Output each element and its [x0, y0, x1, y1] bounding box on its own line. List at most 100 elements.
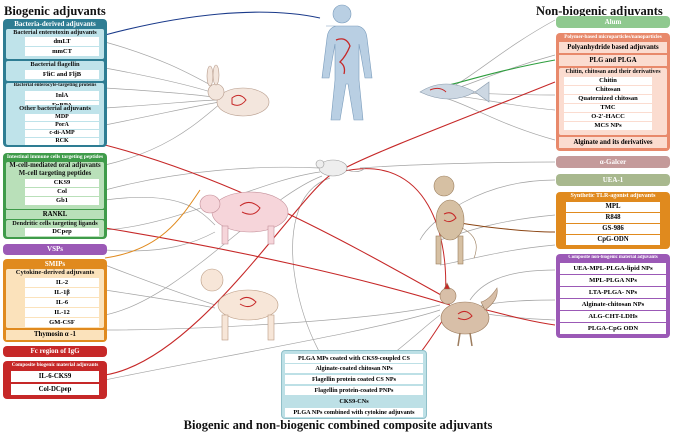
mcell-title: M-cell-mediated oral adjuvants	[9, 162, 101, 169]
item-o-hacc: O-2'-HACC	[564, 113, 652, 121]
item-col: Col	[25, 188, 99, 196]
composite-biogenic-title: Composite biogenic material adjuvants	[11, 362, 99, 368]
item-mpl-plga: MPL-PLGA NPs	[560, 275, 666, 286]
item-chitosan: Chitosan	[564, 86, 652, 94]
monkey-icon	[433, 175, 477, 265]
item-rck: RCK	[25, 138, 99, 145]
item-tmc: TMC	[564, 104, 652, 112]
item-lta-plga: LTA-PLGA- NPs	[560, 287, 666, 298]
item-mmct: mmCT	[25, 47, 99, 56]
mouse-icon	[315, 159, 366, 177]
mcell-sub: M-cell targeting peptides	[18, 170, 92, 177]
item-col-dcpep: Col-DCpep	[11, 384, 99, 395]
intestinal-title: Intestinal immune cells targeting peptid…	[6, 154, 104, 160]
item-il12: IL-12	[25, 308, 99, 317]
uea-panel: UEA-1	[556, 174, 670, 186]
item-rankl: RANKL	[6, 210, 104, 219]
polymer-panel: Polymer-based microparticles/nanoparticl…	[556, 33, 670, 151]
item-flic-fljb: FliC and FljB	[25, 70, 99, 79]
red-connector-2	[104, 227, 451, 306]
dog-icon	[200, 268, 279, 341]
item-pora: PorA	[25, 122, 99, 129]
composite-biogenic-panel: Composite biogenic material adjuvants IL…	[3, 361, 107, 399]
grey-connectors	[104, 19, 556, 396]
fc-label: Fc region of IgG	[30, 347, 80, 355]
vsps-panel: VSPs	[3, 244, 107, 255]
fc-panel: Fc region of IgG	[3, 346, 107, 357]
item-il6: IL-6	[25, 298, 99, 307]
item-il1b: IL-1β	[25, 288, 99, 297]
composite-nonbiogenic-panel: Composite non-biogenic material adjuvant…	[556, 254, 670, 338]
item-inla: InlA	[25, 91, 99, 100]
item-thymosin: Thymosin α -1	[6, 330, 104, 340]
polymer-title: Polymer-based microparticles/nanoparticl…	[564, 34, 662, 40]
item-flagellin-pnps: Flagellin protein-coated PNPs	[285, 386, 423, 395]
item-dmlt: dmLT	[25, 37, 99, 46]
tlr-panel: Synthetic TLR-agonist adjuvants MPL R848…	[556, 192, 670, 249]
red-connector-6	[339, 168, 447, 301]
red-connector-1	[104, 144, 451, 301]
item-alginate-coated: Alginate-coated chitosan NPs	[285, 364, 423, 373]
right-heading: Non-biogenic adjuvants	[536, 4, 663, 18]
enterotoxin-title: Bacterial enterotoxin adjuvants	[13, 29, 97, 36]
item-mpl: MPL	[566, 202, 660, 212]
galcer-label: α-Galcer	[599, 158, 627, 166]
red-connector-4	[344, 81, 556, 169]
combined-panel: PLGA MPs coated with CKS9-coupled CS Alg…	[281, 350, 427, 419]
item-quaternized-chitosan: Quaternized chitosan	[564, 95, 652, 103]
cytokine-title: Cytokine-derived adjuvants	[15, 269, 95, 276]
green-connector	[444, 59, 556, 87]
blue-connector	[104, 11, 321, 36]
item-alg-cht-ldhs: ALG-CHT-LDHs	[560, 311, 666, 322]
item-polyanhydride: Polyanhydride based adjuvants	[559, 42, 667, 53]
item-gs986: GS-986	[566, 224, 660, 234]
intestinal-panel: Intestinal immune cells targeting peptid…	[3, 153, 107, 239]
red-connector-3	[104, 171, 336, 376]
bacteria-title: Bacteria-derived adjuvants	[14, 20, 96, 28]
item-plg-plga: PLG and PLGA	[559, 55, 667, 66]
tlr-title: Synthetic TLR-agonist adjuvants	[570, 193, 656, 199]
item-cpg-odn: CpG-ODN	[566, 235, 660, 245]
item-alginate: Alginate and its derivatives	[559, 137, 667, 148]
item-gmcsf: GM-CSF	[25, 318, 99, 327]
flagellin-title: Bacterial flagellin	[30, 61, 80, 68]
item-cks9: CKS9	[25, 179, 99, 187]
uea-label: UEA-1	[602, 176, 624, 184]
item-mdp: MDP	[25, 114, 99, 121]
left-heading: Biogenic adjuvants	[4, 4, 106, 18]
item-chitin: Chitin	[564, 77, 652, 85]
item-flagellin-cs-nps: Flagellin protein coated CS NPs	[285, 375, 423, 384]
chicken-icon	[439, 282, 498, 347]
item-il2: IL-2	[25, 278, 99, 287]
other-bacterial-title: Other bacterial adjuvants	[19, 105, 91, 112]
smips-panel: SMIPs Cytokine-derived adjuvants IL-2 IL…	[3, 259, 107, 342]
item-r848: R848	[566, 213, 660, 223]
bacteria-panel: Bacteria-derived adjuvants Bacterial ent…	[3, 19, 107, 147]
item-mcs-nps: MCS NPs	[564, 122, 652, 130]
alum-label: Alum	[604, 18, 622, 26]
vsps-label: VSPs	[47, 245, 63, 253]
item-cks9-cns: CKS9-CNs	[285, 397, 423, 406]
bottom-heading: Biogenic and non-biogenic combined compo…	[183, 418, 493, 432]
pig-icon	[199, 191, 289, 245]
enterocyte-title: Bacterial enterocyte-targeting proteins	[13, 83, 97, 88]
item-c-di-amp: c-di-AMP	[25, 130, 99, 137]
item-alginate-chitosan: Alginate-chitosan NPs	[560, 299, 666, 310]
alum-panel: Alum	[556, 16, 670, 28]
orange-connector	[104, 189, 201, 259]
item-plga-cytokine: PLGA NPs combined with cytokine adjuvant…	[285, 408, 423, 417]
item-il6-cks9: IL-6-CKS9	[11, 371, 99, 382]
chitin-title: Chitin, chitosan and their derivatives	[565, 69, 661, 75]
smips-title: SMIPs	[44, 260, 66, 268]
item-gb1: Gb1	[25, 197, 99, 205]
human-body-icon	[321, 4, 373, 121]
item-plga-mps-cks9: PLGA MPs coated with CKS9-coupled CS	[285, 354, 423, 363]
item-plga-cpg: PLGA-CpG ODN	[560, 323, 666, 334]
item-uea-mpl-plga: UEA-MPL-PLGA-lipid NPs	[560, 263, 666, 274]
dc-title: Dendritic cells targeting ligands	[12, 220, 98, 227]
rabbit-icon	[206, 64, 270, 117]
fish-icon	[419, 81, 490, 103]
item-dcpep: DCpep	[25, 228, 99, 236]
composite-nonbiogenic-title: Composite non-biogenic material adjuvant…	[568, 255, 658, 260]
